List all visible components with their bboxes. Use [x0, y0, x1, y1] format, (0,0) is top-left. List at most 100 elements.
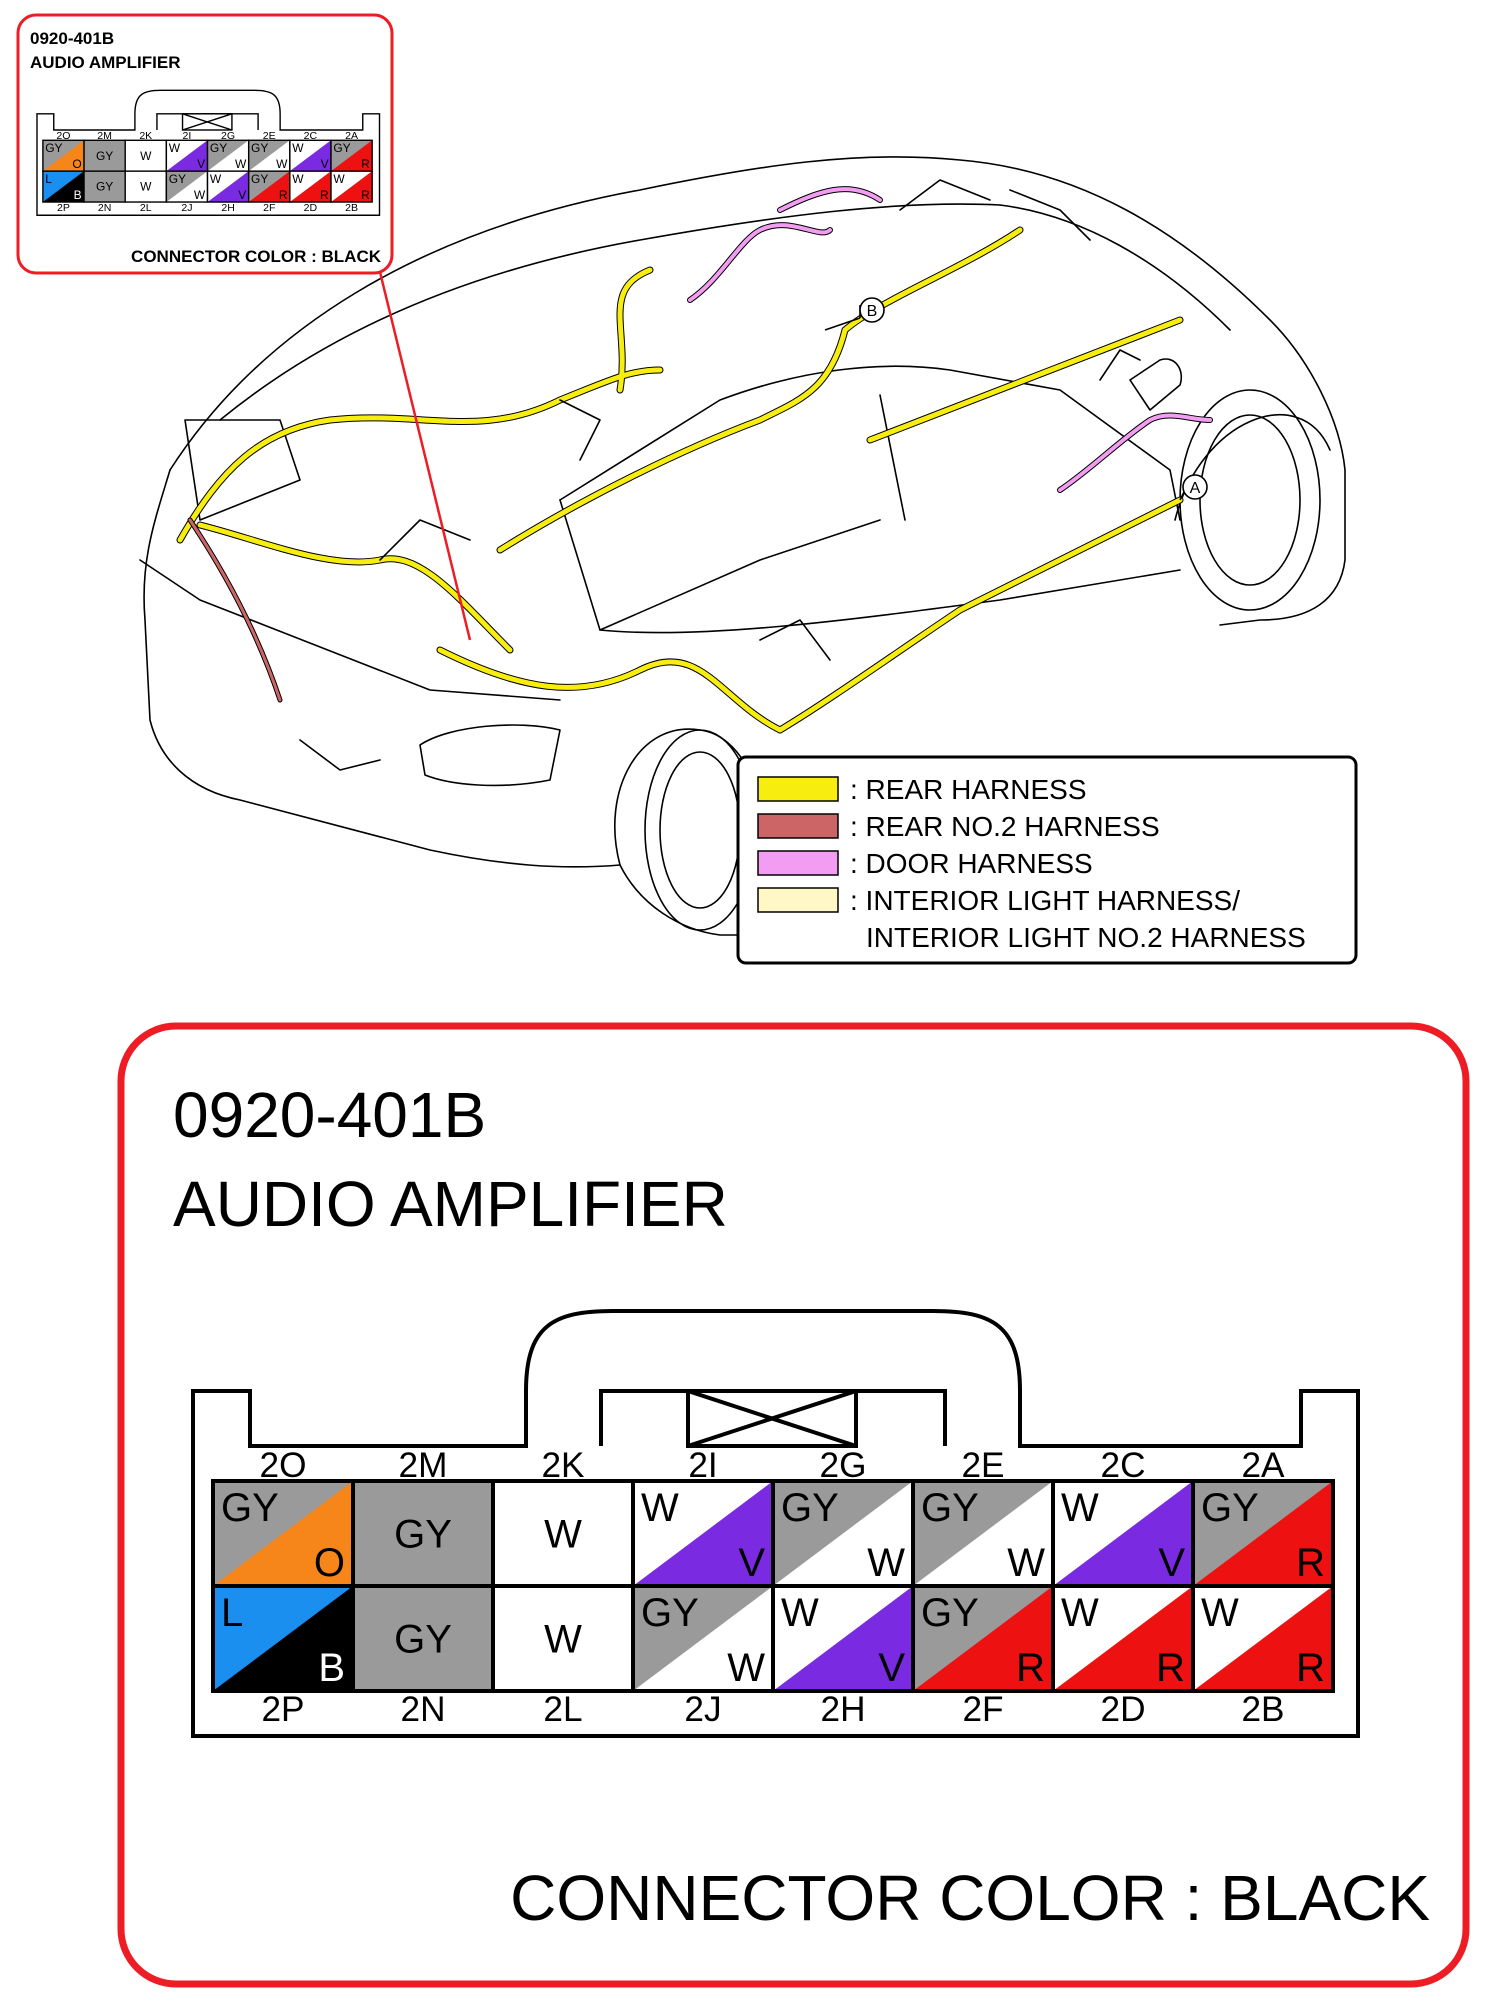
thumb-pin-label: 2P: [57, 202, 70, 214]
main-pin-label: 2B: [1241, 1690, 1284, 1729]
main-pin-2E: GY W: [911, 1479, 1055, 1588]
harness-wiring: [176, 179, 1213, 771]
main-pin-color-2: V: [878, 1646, 905, 1690]
main-pin-2D: WR: [1051, 1584, 1195, 1693]
leader-line: [378, 271, 472, 641]
callout-b: B: [824, 297, 885, 331]
thumb-pin-label: 2K: [139, 130, 152, 142]
thumb-pin-color-1: W: [210, 172, 222, 186]
thumb-pin-color-2: V: [321, 157, 329, 171]
main-pin-label: 2F: [962, 1690, 1003, 1729]
legend-item: : INTERIOR LIGHT HARNESS/: [757, 885, 1240, 916]
thumb-pin-2G: GY W: [206, 139, 250, 172]
thumb-pin-label: 2A: [345, 130, 359, 142]
main-pin-color-1: GY: [921, 1591, 979, 1635]
thumb-pin-color-1: W: [292, 141, 304, 155]
thumb-pin-color-1: GY: [251, 141, 268, 155]
thumb-pin-color-1: GY: [333, 141, 350, 155]
thumb-pin-label: 2H: [221, 202, 234, 214]
connector-color: CONNECTOR COLOR : BLACK: [510, 1862, 1430, 1934]
thumb-pin-2K: W: [124, 139, 168, 172]
thumb-pin-label: 2E: [263, 130, 276, 142]
thumb-pin-color-1: GY: [45, 141, 62, 155]
legend-swatch: [757, 850, 839, 876]
main-pin-color-2: W: [867, 1541, 905, 1585]
main-pin-color-2: R: [1296, 1541, 1325, 1585]
callout-a: A: [1179, 474, 1208, 501]
thumbnail-connector-color: CONNECTOR COLOR : BLACK: [131, 247, 382, 266]
legend-item: : REAR NO.2 HARNESS: [757, 811, 1160, 842]
main-pin-color-1: GY: [1201, 1486, 1259, 1530]
main-pin-color-2: R: [1016, 1646, 1045, 1690]
thumb-pin-color-1: W: [169, 141, 181, 155]
main-pin-label: 2N: [401, 1690, 446, 1729]
main-pin-2O: GYO: [211, 1479, 355, 1588]
thumb-pin-2D: WR: [289, 170, 332, 203]
main-pin-color-2: R: [1296, 1646, 1325, 1690]
main-pin-color-1: GY: [781, 1486, 839, 1530]
main-pin-color-2: V: [1158, 1541, 1185, 1585]
thumb-pin-color: W: [140, 149, 152, 163]
legend-label: : REAR HARNESS: [850, 774, 1087, 805]
main-pin-2P: LB: [211, 1584, 355, 1693]
thumb-pin-color-2: W: [235, 157, 247, 171]
thumb-pin-2A: GY R: [330, 139, 373, 172]
main-pin-color-1: W: [1061, 1591, 1099, 1635]
thumb-pin-color-2: W: [276, 157, 288, 171]
thumb-pin-color-2: R: [279, 188, 288, 202]
thumb-pin-label: 2G: [221, 130, 235, 142]
main-connector: GYO2OGY2MW2KWV2IGYW2GGYW2EWV2CGYR2ALB2PG…: [191, 1309, 1360, 1738]
main-pin-2L: W: [491, 1584, 635, 1693]
harness-legend: : REAR HARNESS: REAR NO.2 HARNESS: DOOR …: [736, 755, 1358, 965]
main-pin-2B: WR: [1191, 1584, 1335, 1693]
main-pin-label: 2J: [684, 1690, 721, 1729]
thumb-pin-color: GY: [96, 180, 113, 194]
connector-code: 0920-401B: [173, 1079, 486, 1151]
thumb-pin-label: 2M: [97, 130, 112, 142]
main-pin-label: 2L: [543, 1690, 582, 1729]
main-pin-color-1: L: [221, 1591, 243, 1635]
thumbnail-connector: GYO2OGY2MW2KWV2IGYW2GGYW2EWV2CGYR2ALB2PG…: [36, 89, 381, 216]
thumb-pin-label: 2D: [304, 202, 318, 214]
thumb-pin-color: GY: [96, 149, 113, 163]
main-pin-2M: GY: [351, 1479, 495, 1588]
main-pin-label: 2M: [399, 1446, 448, 1485]
thumb-pin-color-2: W: [194, 188, 206, 202]
thumb-pin-color-2: R: [361, 157, 370, 171]
main-pin-color-1: W: [781, 1591, 819, 1635]
legend-item: INTERIOR LIGHT NO.2 HARNESS: [866, 922, 1306, 953]
main-pin-label: 2A: [1241, 1446, 1285, 1485]
thumb-pin-label: 2L: [140, 202, 152, 214]
thumb-pin-color: W: [140, 180, 152, 194]
main-pin-color-2: W: [1007, 1541, 1045, 1585]
thumb-pin-color-1: GY: [210, 141, 227, 155]
thumb-pin-2F: GYR: [247, 170, 291, 203]
legend-swatch: [757, 813, 839, 839]
main-pin-2N: GY: [351, 1584, 495, 1693]
thumb-pin-label: 2O: [56, 130, 70, 142]
main-pin-color-1: W: [641, 1486, 679, 1530]
main-pin-color-2: V: [738, 1541, 765, 1585]
thumb-pin-label: 2J: [181, 202, 192, 214]
main-pin-color-2: B: [318, 1646, 345, 1690]
main-pin-label: 2H: [821, 1690, 866, 1729]
connector-name: AUDIO AMPLIFIER: [173, 1168, 728, 1240]
thumb-pin-2O: GYO: [42, 139, 85, 172]
main-pin-label: 2O: [260, 1446, 307, 1485]
callout-b-letter: B: [867, 303, 878, 320]
main-pin-2J: GYW: [631, 1584, 775, 1693]
main-pin-2A: GY R: [1191, 1479, 1335, 1588]
main-pin-color-1: GY: [641, 1591, 699, 1635]
thumb-pin-2C: WV: [289, 139, 332, 172]
main-pin-color-1: GY: [921, 1486, 979, 1530]
thumb-pin-color-1: L: [45, 172, 52, 186]
main-pin-color: W: [544, 1513, 582, 1557]
thumb-pin-2I: WV: [165, 139, 209, 172]
main-pin-label: 2D: [1101, 1690, 1146, 1729]
main-pin-label: 2E: [961, 1446, 1004, 1485]
main-connector-box: 0920-401B AUDIO AMPLIFIER GYO2OGY2MW2KWV…: [117, 1022, 1470, 1988]
thumb-pin-2L: W: [124, 170, 168, 203]
legend-swatch: [757, 776, 839, 802]
